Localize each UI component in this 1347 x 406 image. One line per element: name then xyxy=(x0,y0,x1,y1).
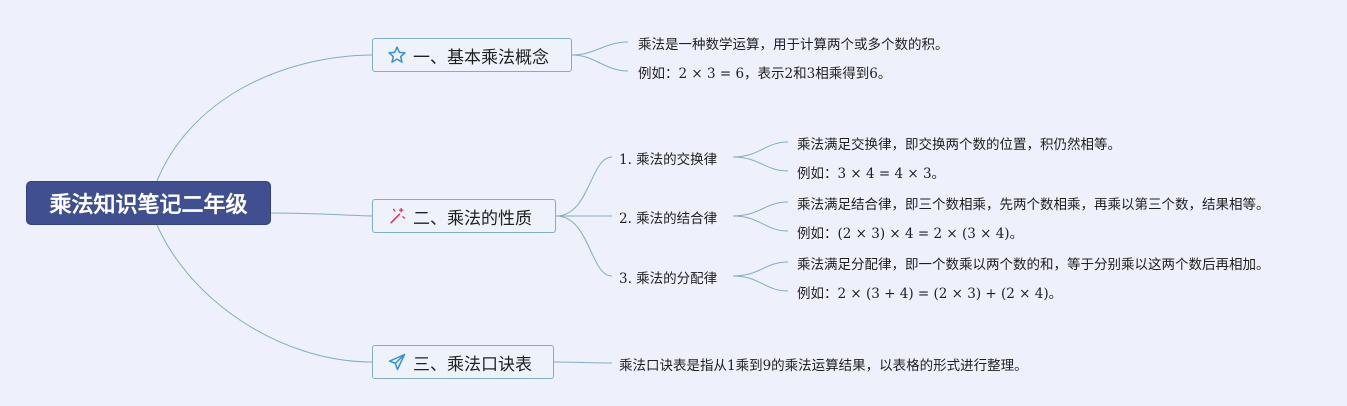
connector-sub2-leaf2 xyxy=(732,215,789,232)
branch-label: 二、乘法的性质 xyxy=(413,208,532,229)
sub-topic-associative[interactable]: 2. 乘法的结合律 xyxy=(619,211,718,227)
sub-topic-commutative[interactable]: 1. 乘法的交换律 xyxy=(619,152,718,168)
connector-branch1-leaf2 xyxy=(571,54,629,72)
branch-label: 三、乘法口诀表 xyxy=(413,354,532,375)
leaf-text: 乘法是一种数学运算，用于计算两个或多个数的积。 xyxy=(638,37,949,53)
leaf-text: 例如：3 × 4 = 4 × 3。 xyxy=(797,166,946,182)
sub-topic-distributive[interactable]: 3. 乘法的分配律 xyxy=(619,271,718,287)
connector-sub2-leaf1 xyxy=(732,201,789,217)
star-icon xyxy=(387,45,407,65)
connector-root-branch2 xyxy=(270,212,373,217)
connector-branch2-sub3 xyxy=(555,215,613,277)
root-topic-label: 乘法知识笔记二年级 xyxy=(49,193,248,218)
connector-branch2-sub1 xyxy=(555,156,613,217)
leaf-text: 乘法满足结合律，即三个数相乘，先两个数相乘，再乘以第三个数，结果相等。 xyxy=(797,197,1270,213)
branch-basic-concept[interactable]: 一、基本乘法概念 xyxy=(372,38,572,72)
connector-sub3-leaf2 xyxy=(732,275,789,292)
connector-root-branch1 xyxy=(156,54,373,182)
leaf-text: 例如：(2 × 3) × 4 = 2 × (3 × 4)。 xyxy=(797,226,1024,242)
root-topic[interactable]: 乘法知识笔记二年级 xyxy=(26,181,271,225)
connector-sub3-leaf1 xyxy=(732,261,789,277)
leaf-text: 乘法口诀表是指从1乘到9的乘法运算结果，以表格的形式进行整理。 xyxy=(619,358,1028,374)
connector-branch3-leaf1 xyxy=(553,361,613,364)
connector-branch1-leaf1 xyxy=(571,41,629,56)
leaf-text: 例如：2 × 3 = 6，表示2和3相乘得到6。 xyxy=(638,66,892,82)
branch-properties[interactable]: 二、乘法的性质 xyxy=(372,199,556,233)
leaf-text: 例如：2 × (3 + 4) = (2 × 3) + (2 × 4)。 xyxy=(797,286,1063,302)
leaf-text: 乘法满足分配律，即一个数乘以两个数的和，等于分别乘以这两个数后再相加。 xyxy=(797,257,1270,273)
paper-plane-icon xyxy=(387,352,407,372)
branch-label: 一、基本乘法概念 xyxy=(413,47,549,68)
connector-sub1-leaf2 xyxy=(732,156,789,172)
magic-wand-icon xyxy=(387,206,407,226)
branch-multiplication-table[interactable]: 三、乘法口诀表 xyxy=(372,345,554,379)
connector-root-branch3 xyxy=(156,224,373,363)
connector-sub1-leaf1 xyxy=(732,141,789,158)
leaf-text: 乘法满足交换律，即交换两个数的位置，积仍然相等。 xyxy=(797,137,1121,153)
